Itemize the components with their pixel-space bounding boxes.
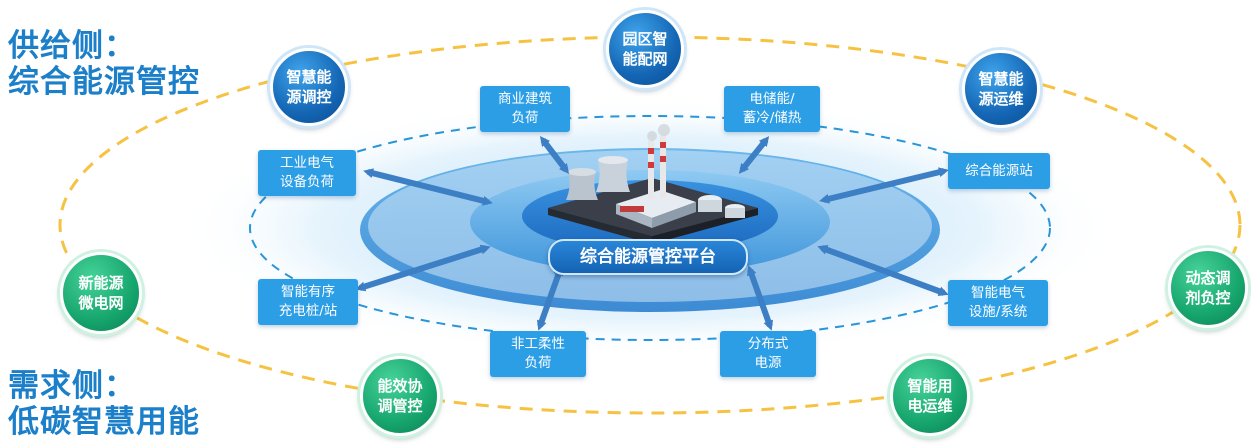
- circle-line: 剂负控: [1185, 289, 1231, 307]
- box-industrial-load: 工业电气 设备负荷: [258, 150, 356, 196]
- box-smart-electric-facility: 智能电气 设施/系统: [948, 280, 1048, 326]
- box-energy-storage: 电储能/ 蓄冷/储热: [724, 86, 820, 132]
- supply-side-heading: 供给侧： 综合能源管控: [8, 28, 200, 100]
- box-line: 蓄冷/储热: [742, 110, 802, 126]
- box-line: 综合能源站: [965, 162, 1033, 179]
- circle-renewable-microgrid: 新能源 微电网: [60, 252, 142, 334]
- box-line: 智能有序: [281, 284, 335, 300]
- box-commercial-load: 商业建筑 负荷: [480, 86, 570, 132]
- box-line: 设施/系统: [968, 304, 1028, 320]
- supply-heading-line1: 供给侧：: [8, 28, 136, 64]
- circle-line: 调管控: [377, 397, 423, 415]
- box-line: 电源: [754, 355, 782, 371]
- circle-line: 源运维: [978, 90, 1024, 108]
- circle-energy-dispatch: 智慧能 源调控: [270, 48, 348, 126]
- box-line: 电储能/: [749, 91, 795, 107]
- box-line: 智能电气: [971, 285, 1025, 301]
- circle-line: 新能源: [78, 274, 124, 292]
- circle-dynamic-load-control: 动态调 剂负控: [1168, 248, 1248, 328]
- arrow-industrial: [363, 168, 493, 206]
- circle-line: 能效协: [377, 377, 423, 395]
- demand-side-heading: 需求侧： 低碳智慧用能: [8, 368, 200, 440]
- box-line: 负荷: [524, 355, 552, 371]
- inner-dashed-ring: [249, 115, 1051, 341]
- circle-line: 智慧能: [978, 70, 1024, 88]
- box-line: 分布式: [747, 336, 789, 352]
- box-line: 商业建筑: [498, 91, 552, 107]
- supply-heading-line2: 综合能源管控: [8, 64, 200, 100]
- outer-dashed-ring: [58, 35, 1242, 415]
- arrow-storage: [738, 136, 770, 174]
- demand-heading-line1: 需求侧：: [8, 368, 136, 404]
- circle-line: 动态调: [1185, 269, 1231, 287]
- circle-line: 源调控: [286, 88, 332, 106]
- circle-energy-operations: 智慧能 源运维: [962, 50, 1040, 128]
- circle-line: 能配网: [622, 50, 668, 68]
- box-charging-station: 智能有序 充电桩/站: [258, 279, 358, 325]
- circle-line: 微电网: [78, 294, 124, 312]
- circle-line: 园区智: [622, 30, 668, 48]
- arrow-distributed: [746, 265, 774, 331]
- box-energy-station: 综合能源站: [948, 153, 1050, 189]
- arrow-charging: [355, 244, 491, 292]
- box-flexible-load: 非工柔性 负荷: [490, 331, 586, 377]
- arrow-flexible: [536, 265, 564, 331]
- arrow-energy-station: [819, 167, 949, 204]
- arrow-commercial: [539, 136, 570, 174]
- box-line: 设备负荷: [280, 174, 334, 190]
- circle-smart-power-operations: 智能用 电运维: [890, 356, 970, 436]
- box-line: 充电桩/站: [278, 303, 338, 319]
- platform-label: 综合能源管控平台: [548, 239, 748, 275]
- circle-line: 电运维: [907, 397, 953, 415]
- circle-line: 智慧能: [286, 68, 332, 86]
- arrow-smart-electric: [817, 245, 949, 296]
- circle-line: 智能用: [907, 377, 953, 395]
- circle-park-smart-grid: 园区智 能配网: [606, 10, 684, 88]
- box-distributed-source: 分布式 电源: [720, 331, 816, 377]
- circle-efficiency-coordination: 能效协 调管控: [360, 356, 440, 436]
- box-line: 负荷: [511, 110, 539, 126]
- power-plant-illustration: [548, 124, 758, 244]
- demand-heading-line2: 低碳智慧用能: [8, 404, 200, 440]
- box-line: 工业电气: [280, 155, 334, 171]
- box-line: 非工柔性: [511, 336, 565, 352]
